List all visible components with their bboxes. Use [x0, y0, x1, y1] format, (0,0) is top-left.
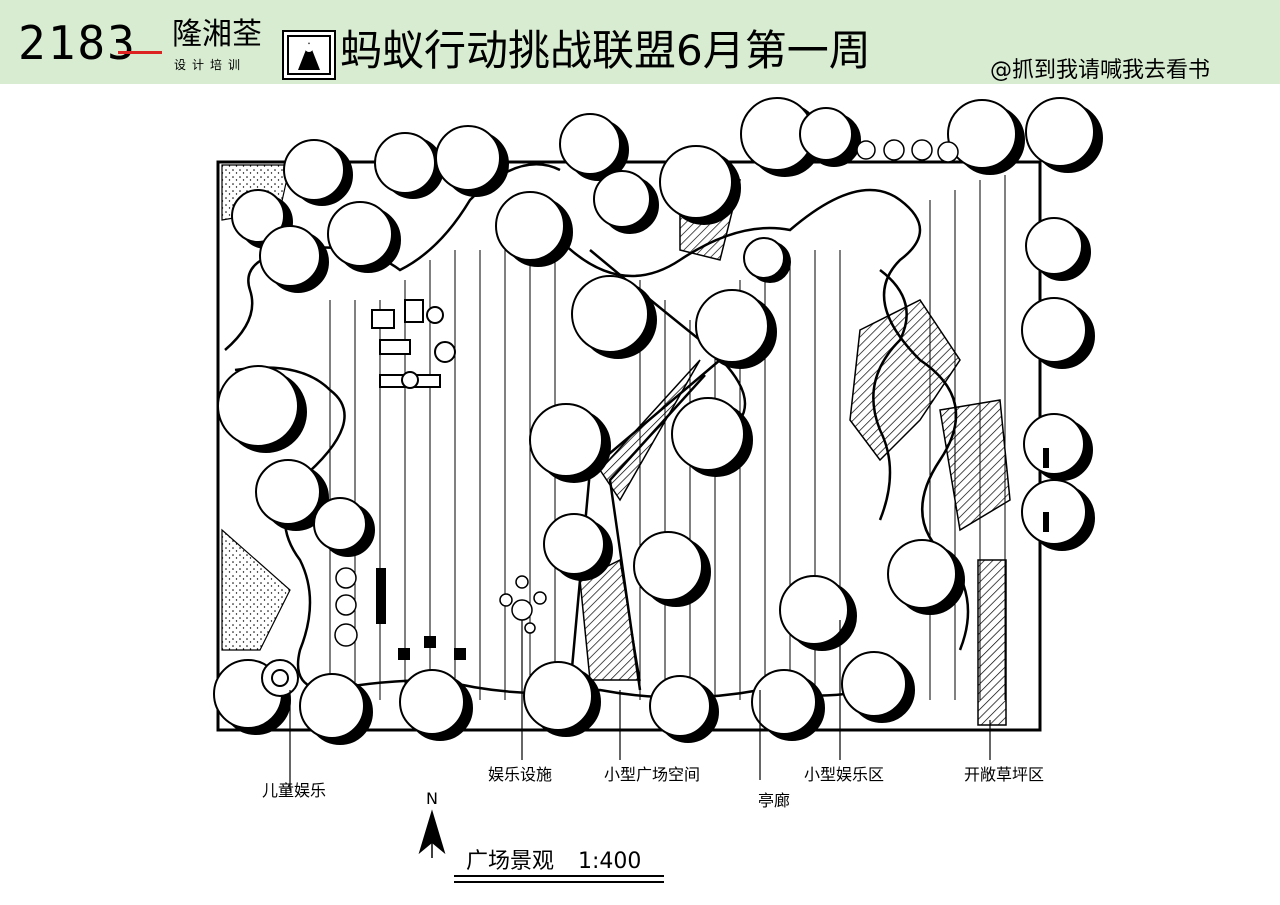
tree	[751, 669, 825, 741]
tree	[374, 132, 444, 199]
tree	[799, 107, 861, 167]
tree	[671, 397, 753, 477]
tree	[543, 513, 613, 581]
tree	[743, 237, 791, 283]
tree	[571, 275, 657, 359]
tree	[399, 669, 473, 741]
tree	[559, 113, 629, 181]
tree	[327, 201, 401, 273]
play-ring	[261, 659, 299, 697]
tree	[633, 531, 711, 607]
tree	[841, 651, 915, 723]
play-equipment	[371, 299, 456, 389]
tree	[283, 139, 353, 206]
tree	[779, 575, 857, 651]
tree	[1021, 297, 1095, 369]
logo-icon	[282, 30, 336, 80]
leader-lines	[289, 620, 991, 790]
brand-subtitle: 设计培训	[174, 58, 247, 72]
label-open-lawn: 开敞草坪区	[964, 765, 1044, 784]
hatched-bed	[939, 399, 1011, 532]
drawing-scale: 1:400	[578, 849, 641, 874]
brand-name: 隆湘荃	[172, 17, 262, 52]
drawing-title: 广场景观	[466, 849, 554, 874]
tree	[695, 289, 777, 369]
trees	[213, 97, 1103, 745]
tree	[947, 99, 1025, 175]
page-title: 蚂蚁行动挑战联盟6月第一周	[340, 26, 871, 75]
label-children-play: 儿童娱乐	[262, 781, 326, 800]
header-banner	[0, 0, 1280, 84]
tree	[523, 661, 601, 737]
dotted-bed	[221, 528, 291, 651]
tree	[259, 225, 329, 293]
tree	[1025, 217, 1091, 281]
hatched-strip	[977, 559, 1007, 726]
tree	[435, 125, 509, 197]
tree	[255, 459, 329, 531]
hatched-bed	[599, 359, 701, 502]
shrubs	[334, 139, 959, 647]
label-pavilion: 亭廊	[758, 791, 790, 810]
label-small-play: 小型娱乐区	[804, 765, 884, 784]
tree	[593, 170, 659, 234]
site-plan-drawing: 儿童娱乐 娱乐设施 小型广场空间 亭廊 小型娱乐区 开敞草坪区 N 广场景观 1…	[213, 97, 1103, 883]
label-small-plaza: 小型广场空间	[604, 765, 700, 784]
tree	[1023, 413, 1093, 481]
benches	[376, 448, 1049, 660]
hatched-bed	[849, 299, 961, 462]
tree	[649, 675, 719, 743]
north-label: N	[426, 789, 438, 808]
tree	[659, 145, 741, 225]
tree	[217, 365, 307, 453]
tree	[313, 497, 375, 557]
credit-text: @抓到我请喊我去看书	[990, 58, 1211, 83]
logo-number: 2183	[18, 16, 137, 70]
tree	[495, 191, 573, 267]
paving-lines	[329, 175, 1006, 700]
logo-accent-line	[118, 51, 162, 54]
fitness-facility	[499, 575, 547, 634]
tree	[299, 673, 373, 745]
tree	[1021, 479, 1095, 551]
label-fitness: 娱乐设施	[488, 765, 552, 784]
tree	[1025, 97, 1103, 173]
tree	[529, 403, 611, 483]
north-arrow-icon	[418, 809, 446, 858]
tree	[887, 539, 965, 615]
